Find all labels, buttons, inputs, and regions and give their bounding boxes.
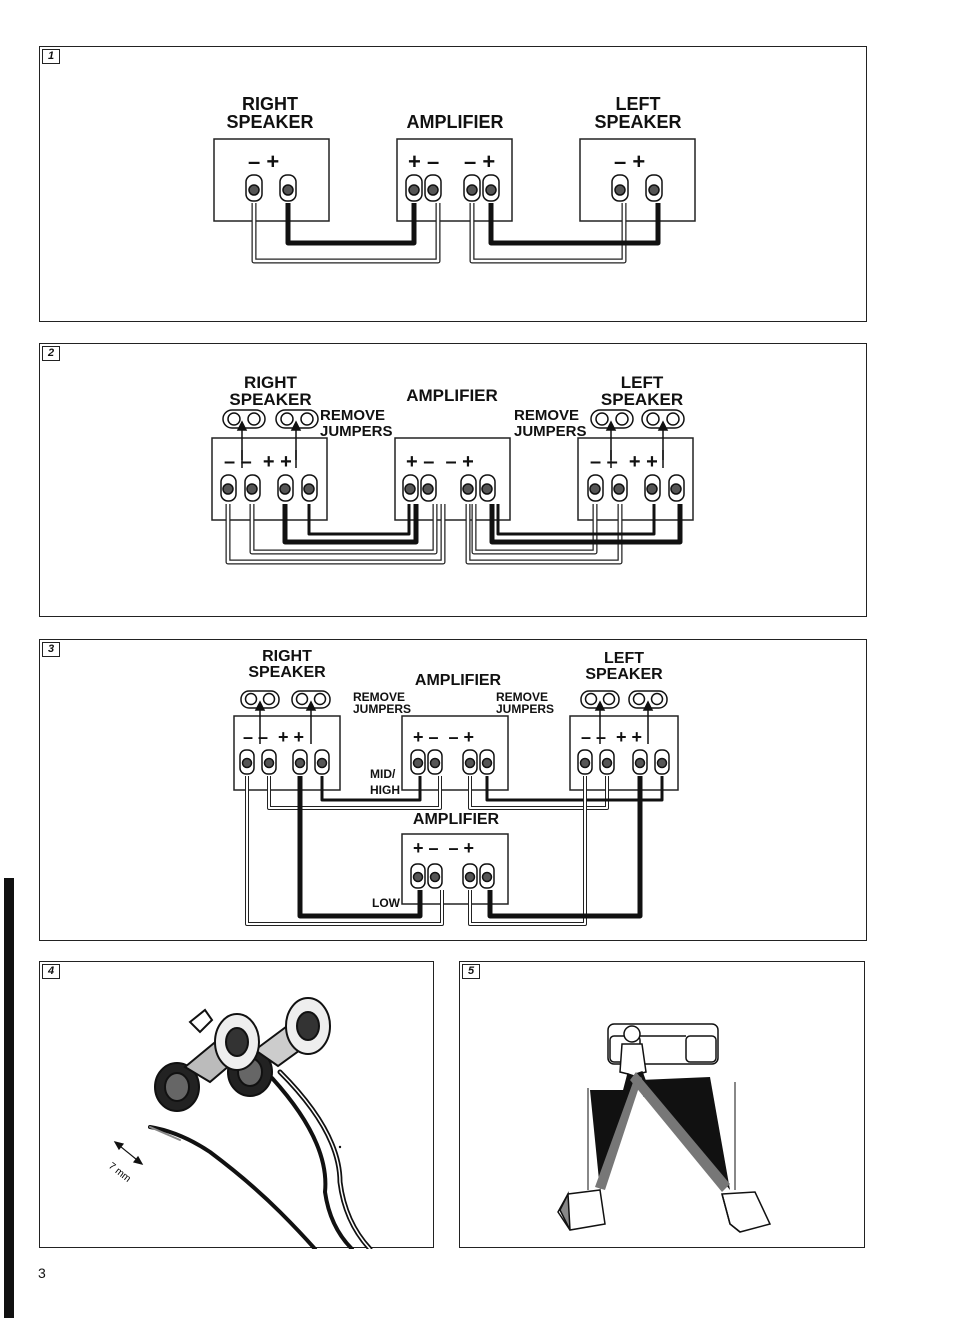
binding-post-illustration: 7 mm — [106, 997, 373, 1249]
panel-2: 2 — [39, 343, 867, 617]
right-speaker-box — [233, 715, 341, 791]
remove-jumpers-label-right: REMOVE JUMPERS — [514, 407, 587, 440]
jumpers — [240, 690, 668, 709]
amp-top-polarity: + – – + — [413, 727, 475, 747]
left-speaker-label: LEFT SPEAKER — [594, 94, 682, 132]
panel-3: 3 — [39, 639, 867, 941]
left-speaker-label: LEFT SPEAKER — [600, 373, 684, 409]
right-speaker-label: RIGHT SPEAKER — [229, 373, 312, 409]
panel-5: 5 — [459, 961, 865, 1248]
right-speaker-label: RIGHT SPEAKER — [226, 94, 314, 132]
panel-number: 5 — [462, 964, 480, 979]
terminals — [239, 749, 670, 889]
remove-jumpers-label-left: REMOVE JUMPERS — [320, 407, 393, 440]
left-speaker-box — [577, 437, 694, 521]
mid-high-label: MID/ HIGH — [370, 767, 400, 797]
amp-polarity-a: + – — [408, 149, 440, 174]
amplifier-top-label: AMPLIFIER — [414, 672, 502, 689]
measure-label: 7 mm — [106, 1161, 132, 1185]
left-speaker-polarity: – – + + — [590, 451, 658, 473]
jumper-arrows — [254, 700, 654, 744]
amp-polarity: + – – + — [406, 451, 474, 473]
right-speaker-polarity: – – + + — [243, 727, 305, 747]
amp-bottom-polarity: + – – + — [413, 838, 475, 858]
amplifier-box — [394, 437, 511, 521]
left-speaker-box — [579, 138, 696, 222]
panel-2-wiring — [211, 409, 694, 565]
wires — [245, 776, 664, 926]
panel-1: 1 — [39, 46, 867, 322]
amplifier-bottom-label: AMPLIFIER — [412, 811, 500, 828]
panel-1-wiring — [213, 138, 696, 264]
remove-jumpers-label-left: REMOVE JUMPERS — [353, 690, 412, 716]
panel-3-wiring — [233, 690, 679, 926]
left-speaker-polarity: – + — [614, 149, 646, 174]
panel-number: 2 — [42, 346, 60, 361]
amplifier-top-box — [401, 715, 509, 791]
right-speaker-polarity: – + — [248, 149, 280, 174]
panel-4: 4 7 mm — [39, 961, 434, 1249]
amp-polarity-b: – + — [464, 149, 496, 174]
low-label: LOW — [372, 896, 400, 910]
jumpers — [222, 409, 685, 429]
amplifier-label: AMPLIFIER — [406, 386, 498, 405]
right-speaker-box — [213, 138, 330, 222]
amplifier-bottom-box — [401, 833, 509, 905]
right-speaker-label: RIGHT SPEAKER — [248, 648, 326, 681]
sound-cones — [590, 1072, 730, 1192]
terminal-group-amp — [405, 174, 500, 202]
panel-number: 1 — [42, 49, 60, 64]
left-speaker-label: LEFT SPEAKER — [585, 650, 663, 683]
amplifier-box — [396, 138, 513, 222]
panel-number: 4 — [42, 964, 60, 979]
page-edge-bar — [4, 878, 14, 1318]
wires — [225, 504, 683, 565]
amplifier-label: AMPLIFIER — [406, 112, 504, 132]
speakers — [557, 1189, 772, 1233]
listening-position-illustration — [557, 1023, 772, 1233]
terminal-group-left — [611, 174, 663, 202]
panel-number: 3 — [42, 642, 60, 657]
terminals — [220, 474, 685, 502]
left-speaker-polarity: – – + + — [581, 727, 643, 747]
page-number: 3 — [38, 1265, 46, 1281]
remove-jumpers-label-right: REMOVE JUMPERS — [496, 690, 555, 716]
right-speaker-polarity: – – + + — [224, 451, 292, 473]
cone-edges — [587, 1082, 736, 1190]
terminal-group-right — [245, 174, 297, 202]
right-speaker-box — [211, 437, 328, 521]
left-speaker-box — [569, 715, 679, 791]
jumper-arrows — [236, 420, 669, 468]
